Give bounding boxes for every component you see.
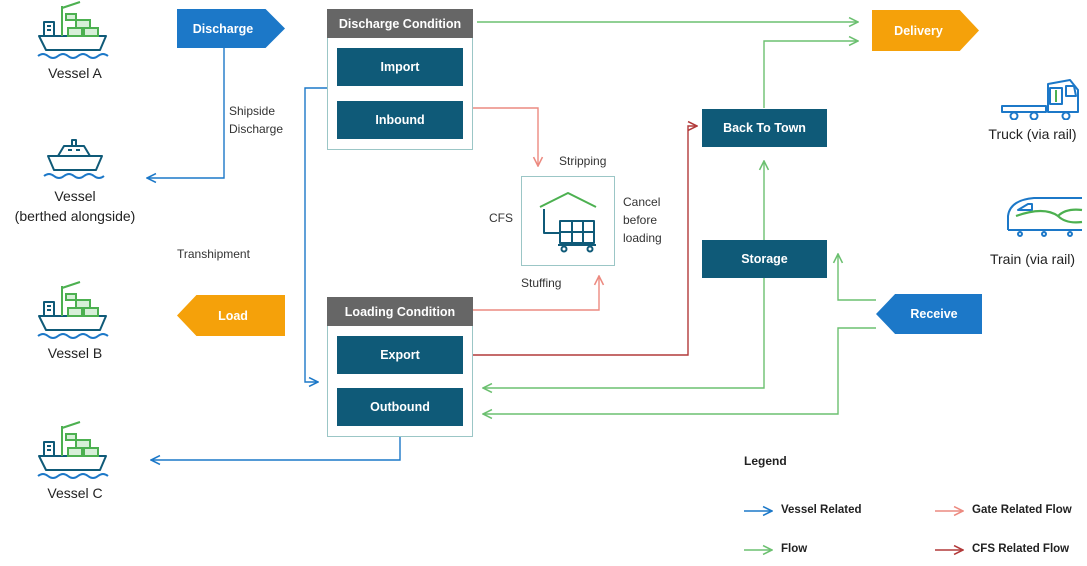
truck-label: Truck (via rail) xyxy=(988,126,1077,142)
load-tag[interactable]: Load xyxy=(177,295,285,336)
back-to-town-button[interactable]: Back To Town xyxy=(702,109,827,147)
cancel-line2: before xyxy=(623,213,658,227)
vessel-berthed-label: Vessel (berthed alongside) xyxy=(0,186,150,226)
outbound-to-vessel-c-line xyxy=(151,437,401,460)
stripping-label: Stripping xyxy=(559,154,607,168)
import-button[interactable]: Import xyxy=(337,48,463,86)
cargo-ship-icon xyxy=(37,421,109,479)
shipside-line2: Discharge xyxy=(229,122,284,136)
receive-to-storage-line xyxy=(838,254,876,301)
export-button[interactable]: Export xyxy=(337,336,463,374)
transhipment-line xyxy=(304,87,327,382)
receive-to-outbound-line xyxy=(483,327,876,414)
train-label: Train (via rail) xyxy=(989,251,1076,267)
truck-icon xyxy=(1001,79,1079,120)
legend-vessel-related: Vessel Related xyxy=(781,504,862,516)
vessel-b-label: Vessel B xyxy=(47,345,103,361)
legend-title: Legend xyxy=(744,454,787,468)
cancel-line1: Cancel xyxy=(623,195,661,209)
vessel-berthed-line1: Vessel xyxy=(54,188,96,204)
passenger-vessel-icon xyxy=(43,139,105,179)
warehouse-icon xyxy=(539,192,597,253)
vessel-berthed-line2: (berthed alongside) xyxy=(14,208,136,224)
storage-button[interactable]: Storage xyxy=(702,240,827,278)
discharge-condition-title: Discharge Condition xyxy=(327,9,473,38)
cfs-label: CFS xyxy=(489,211,513,225)
train-icon xyxy=(1007,197,1083,237)
loading-condition-title: Loading Condition xyxy=(327,297,473,326)
cfs-box xyxy=(521,176,615,266)
legend-flow: Flow xyxy=(781,543,808,555)
export-to-back-to-town-line xyxy=(473,126,697,356)
vessel-a-label: Vessel A xyxy=(48,65,102,81)
loading-condition-panel: Loading Condition Export Outbound xyxy=(327,297,473,437)
inbound-button[interactable]: Inbound xyxy=(337,101,463,139)
delivery-tag[interactable]: Delivery xyxy=(872,10,979,51)
loading-to-cfs-line xyxy=(473,276,599,311)
transhipment-label: Transhipment xyxy=(177,247,250,261)
cargo-ship-icon xyxy=(37,1,109,59)
stuffing-label: Stuffing xyxy=(521,276,562,290)
discharge-tag[interactable]: Discharge xyxy=(177,9,285,48)
storage-to-export-line xyxy=(483,278,765,388)
inbound-to-cfs-line xyxy=(473,107,538,166)
outbound-button[interactable]: Outbound xyxy=(337,388,463,426)
discharge-condition-panel: Discharge Condition Import Inbound xyxy=(327,9,473,150)
cancel-before-loading-label: Cancel before loading xyxy=(623,193,662,247)
shipside-discharge-line xyxy=(147,48,225,178)
legend-cfs-related: CFS Related Flow xyxy=(972,543,1070,555)
cancel-line3: loading xyxy=(623,231,662,245)
legend-gate-related: Gate Related Flow xyxy=(972,504,1072,516)
vessel-c-label: Vessel C xyxy=(47,485,103,501)
shipside-discharge-label: Shipside Discharge xyxy=(229,102,283,138)
cargo-ship-icon xyxy=(37,281,109,339)
receive-tag[interactable]: Receive xyxy=(876,294,982,334)
back-to-town-to-delivery-line xyxy=(763,41,858,108)
shipside-line1: Shipside xyxy=(229,104,276,118)
